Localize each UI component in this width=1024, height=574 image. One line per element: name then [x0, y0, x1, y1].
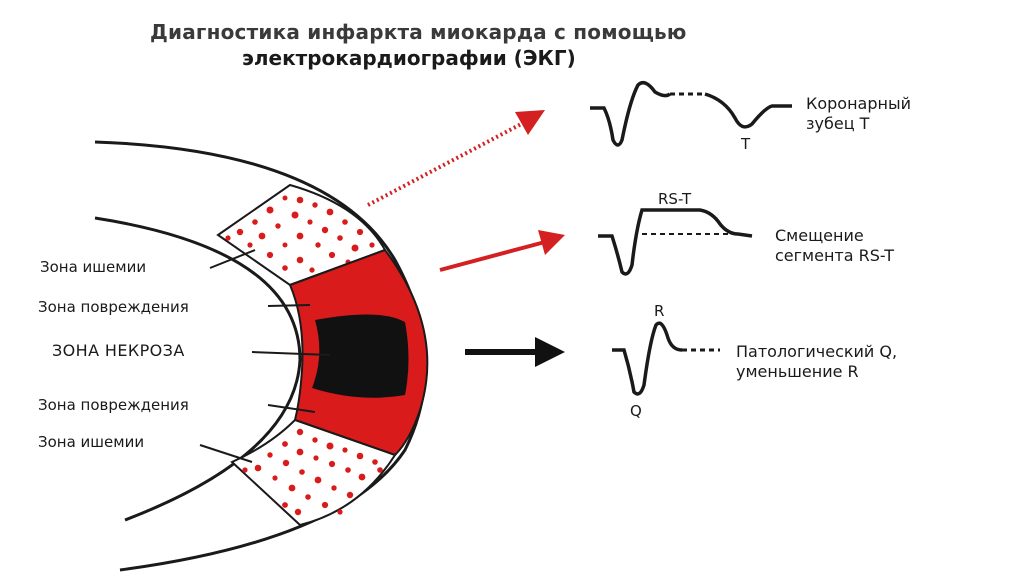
wave3-r-label: R — [654, 302, 665, 320]
ischemia-dots-bottom — [242, 428, 383, 516]
ecg-wave-3 — [612, 321, 683, 396]
ischemia-dots-top — [225, 195, 375, 273]
leader-injury-bottom — [267, 404, 316, 413]
ecg-wave-2 — [598, 208, 753, 276]
necrosis-zone — [312, 314, 409, 398]
leader-ischemia-bottom — [199, 444, 253, 463]
wave3-caption: Патологический Q, уменьшение R — [736, 342, 897, 382]
diagram-title: Диагностика инфаркта миокарда с помощью … — [150, 20, 810, 70]
wave3-caption-line1: Патологический Q, — [736, 342, 898, 361]
title-line-2: электрокардиографии (ЭКГ) — [242, 46, 576, 70]
ecg-wave-1-t — [704, 92, 792, 129]
title-line-1: Диагностика инфаркта миокарда с помощью — [150, 20, 687, 44]
wave2-rst-label: RS-T — [658, 190, 692, 208]
wave1-caption-line2: зубец Т — [806, 114, 870, 133]
arrow-to-wave3 — [465, 337, 565, 367]
ecg-wave-1 — [590, 80, 672, 147]
leader-necrosis — [251, 351, 331, 356]
wave2-caption: Смещение сегмента RS-T — [775, 226, 894, 266]
inner-wall-curve — [94, 216, 302, 522]
arrow-to-wave1 — [367, 110, 545, 207]
wave3-caption-line2: уменьшение R — [736, 362, 859, 381]
wave2-caption-line1: Смещение — [775, 226, 864, 245]
wave1-caption: Коронарный зубец Т — [806, 94, 911, 134]
label-necrosis: ЗОНА НЕКРОЗА — [52, 341, 185, 360]
leader-ischemia-top — [209, 249, 256, 269]
leader-injury-top — [267, 304, 311, 307]
wave1-caption-line1: Коронарный — [806, 94, 912, 113]
label-injury-bottom: Зона повреждения — [38, 396, 189, 414]
wave2-caption-line2: сегмента RS-T — [775, 246, 894, 265]
label-ischemia-bottom: Зона ишемии — [38, 433, 145, 451]
wave3-q-label: Q — [630, 402, 642, 420]
label-ischemia-top: Зона ишемии — [40, 258, 147, 276]
label-injury-top: Зона повреждения — [38, 298, 189, 316]
arrow-to-wave2 — [439, 230, 565, 272]
wave1-t-label: T — [741, 135, 751, 153]
ischemia-zone-bottom — [230, 418, 397, 527]
